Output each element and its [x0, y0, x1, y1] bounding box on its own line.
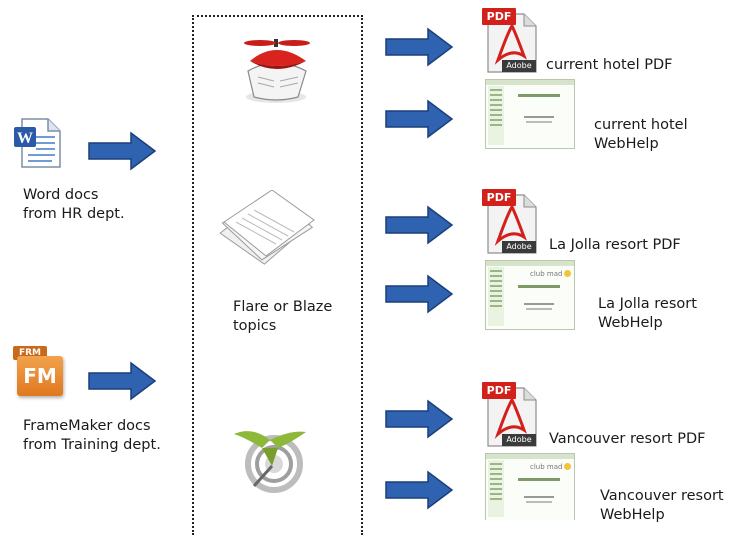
- adobe-pdf-icon: PDF Adobe: [482, 382, 540, 448]
- arrow-framemaker-to-topics: [88, 361, 157, 401]
- topics-container: [192, 15, 363, 535]
- current-hotel-pdf-label: current hotel PDF: [546, 57, 673, 73]
- arrow-to-vancouver-webhelp: [385, 470, 454, 510]
- current-hotel-webhelp-label: current hotel WebHelp: [594, 117, 688, 152]
- word-document-icon: W: [14, 118, 61, 168]
- arrow-to-la-jolla-webhelp: [385, 274, 454, 314]
- flare-blaze-topics-label: Flare or Blaze topics: [233, 299, 333, 334]
- vancouver-pdf-label: Vancouver resort PDF: [549, 431, 706, 447]
- framemaker-docs-label: FrameMaker docs from Training dept.: [23, 418, 161, 453]
- adobe-pdf-icon: PDF Adobe: [482, 189, 540, 255]
- arrow-to-la-jolla-pdf: [385, 205, 454, 245]
- webhelp-thumbnail: [485, 79, 575, 149]
- arrow-to-current-hotel-pdf: [385, 27, 454, 67]
- flare-icon: [244, 39, 310, 103]
- arrow-to-current-hotel-webhelp: [385, 99, 454, 139]
- webhelp-thumbnail: club mad: [485, 260, 575, 330]
- adobe-pdf-icon: PDF Adobe: [482, 8, 540, 74]
- word-docs-label: Word docs from HR dept.: [23, 187, 125, 222]
- webhelp-thumbnail: club mad: [485, 453, 575, 520]
- vancouver-webhelp-label: Vancouver resort WebHelp: [600, 488, 724, 523]
- svg-text:W: W: [17, 130, 33, 147]
- arrow-to-vancouver-pdf: [385, 399, 454, 439]
- blaze-icon: [234, 431, 306, 493]
- la-jolla-webhelp-label: La Jolla resort WebHelp: [598, 296, 697, 331]
- la-jolla-pdf-label: La Jolla resort PDF: [549, 237, 681, 253]
- topics-pages-icon: [219, 190, 315, 265]
- framemaker-icon: FRM FM: [13, 346, 63, 398]
- arrow-word-to-topics: [88, 131, 157, 171]
